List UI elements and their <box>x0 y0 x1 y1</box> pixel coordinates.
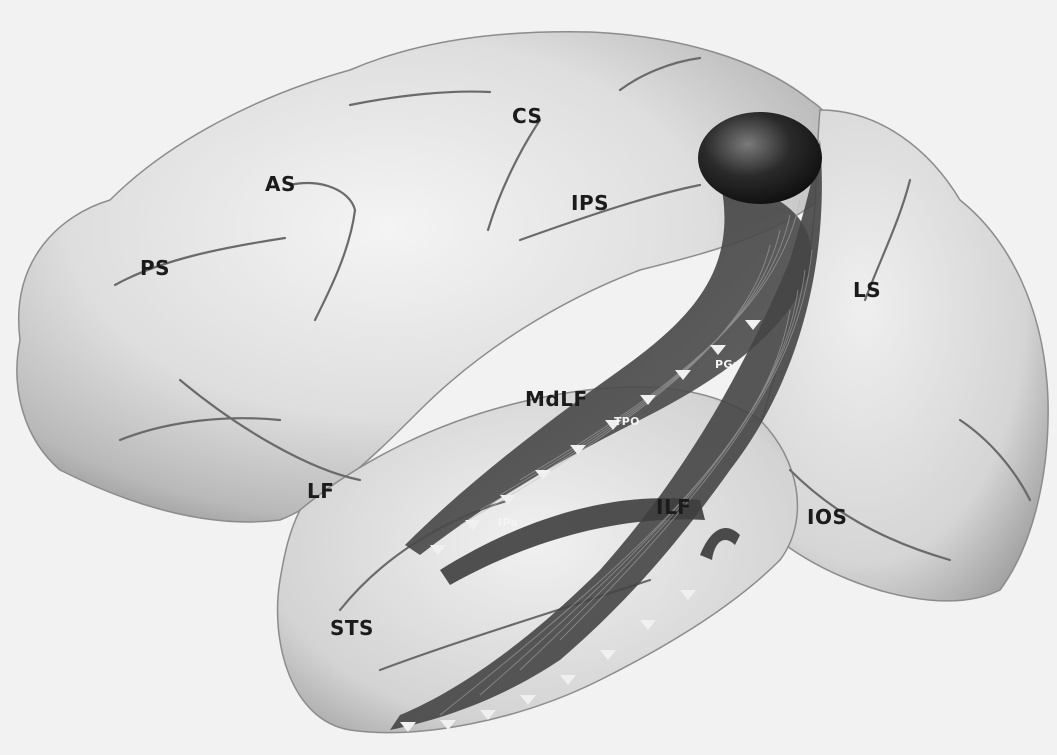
label-sts: STS <box>330 618 374 638</box>
label-tpo: TPO <box>614 416 640 427</box>
label-lf: LF <box>307 481 334 501</box>
label-ios: IOS <box>807 507 847 527</box>
label-ilf: ILF <box>656 497 691 517</box>
label-ps: PS <box>140 258 170 278</box>
injection-site <box>698 112 822 204</box>
label-cs: CS <box>512 106 542 126</box>
label-as: AS <box>265 174 296 194</box>
label-mdlf: MdLF <box>525 389 588 409</box>
label-ipa: IPa <box>498 517 518 528</box>
label-pga: PGa <box>715 359 740 370</box>
label-ips: IPS <box>571 193 609 213</box>
label-ls: LS <box>853 280 881 300</box>
